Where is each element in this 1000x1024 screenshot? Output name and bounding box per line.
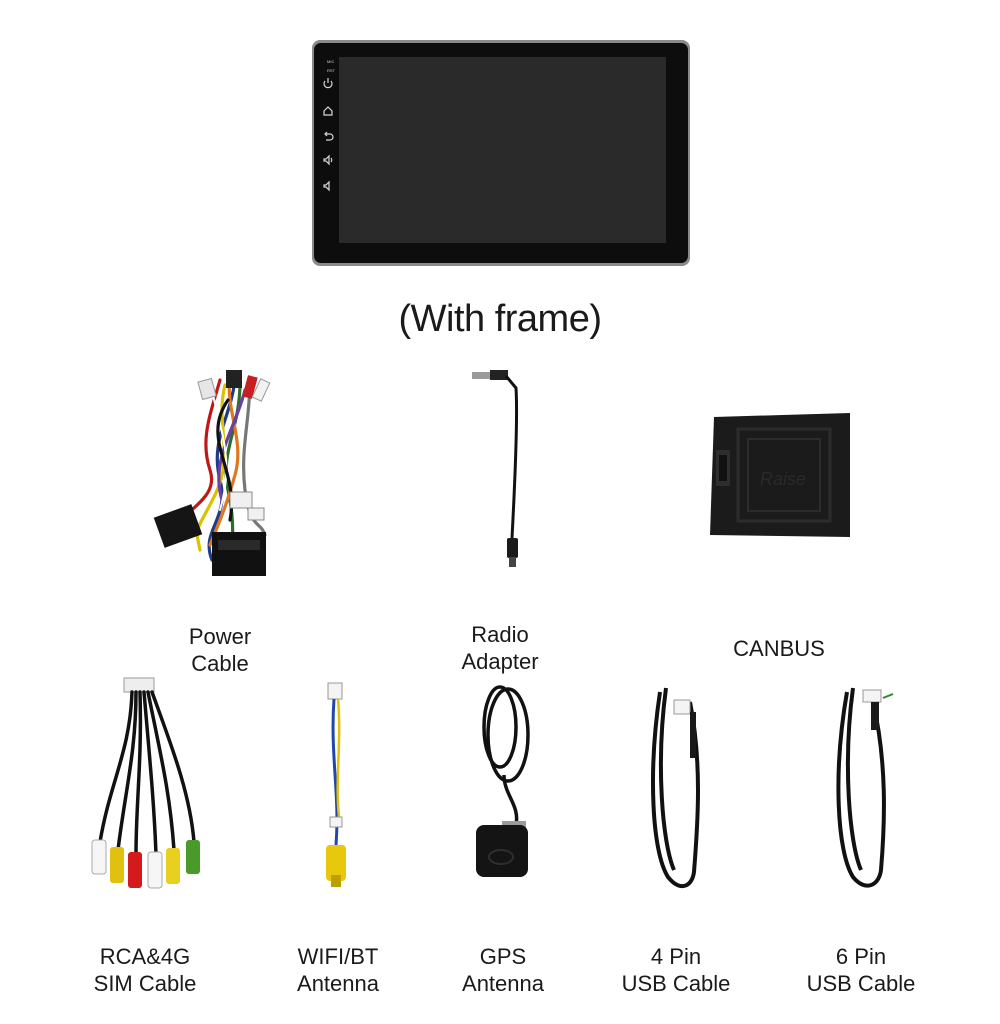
gps-antenna-image: [476, 685, 530, 877]
rca-sim-cable-image: [91, 677, 200, 889]
usb-4pin-cable-image: [651, 687, 700, 888]
radio-adapter-image: [472, 370, 519, 567]
home-icon: [323, 106, 333, 116]
power-cable-image: [153, 370, 271, 576]
canbus-logo: Raise: [760, 469, 806, 489]
canbus-caption: CANBUS: [733, 636, 825, 661]
frame-title: (With frame): [398, 298, 603, 340]
wifi-bt-antenna-image: [326, 682, 346, 887]
head-unit-screen: [339, 57, 666, 243]
canbus-box-image: Raise: [710, 413, 850, 537]
mic-label: MIC: [327, 59, 334, 64]
power-icon: [323, 78, 333, 89]
volume-icon: [323, 154, 333, 166]
head-unit-image: MIC RST: [312, 40, 690, 266]
volume-down-icon: [323, 180, 330, 192]
rst-label: RST: [327, 68, 336, 73]
back-icon: [324, 131, 334, 141]
usb-6pin-cable-image: [836, 687, 894, 888]
